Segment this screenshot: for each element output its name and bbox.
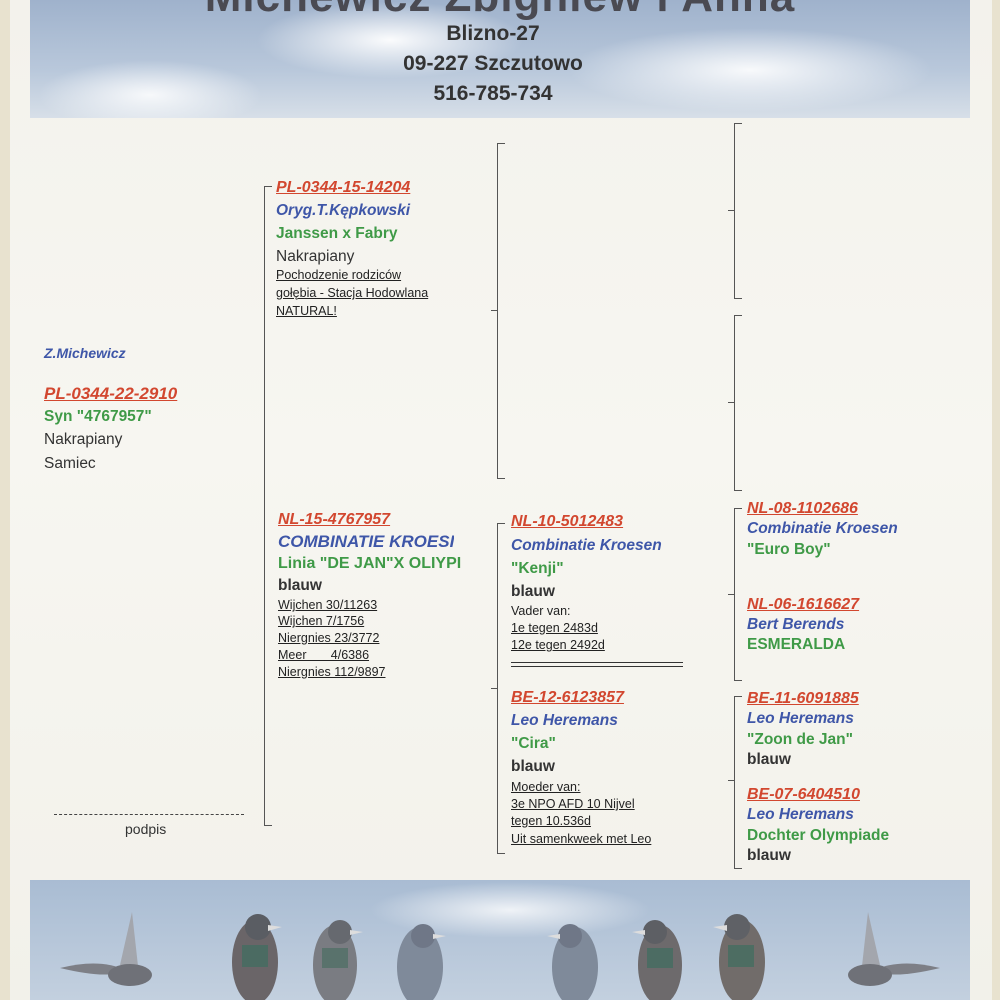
gg1-ring: NL-08-1102686: [747, 500, 858, 517]
mother-result-4: Meer 4/6386: [278, 648, 370, 662]
signature-line: [54, 814, 244, 816]
mother-father-note-2: 1e tegen 2483d: [511, 621, 598, 635]
subject-ring: PL-0344-22-2910: [44, 384, 178, 403]
subject-name: Syn "4767957": [44, 408, 152, 425]
gg3-ring: BE-11-6091885: [747, 690, 859, 707]
mother-result-2: Wijchen 7/1756: [278, 614, 365, 628]
header-sky-banner: [30, 0, 970, 118]
pigeon-icon: [632, 920, 682, 1000]
divider: [511, 666, 683, 667]
mother-father-note-3: 12e tegen 2492d: [511, 638, 605, 652]
mother-result-5: Niergnies 112/9897: [278, 665, 386, 679]
address-line-2: 09-227 Szczutowo: [403, 52, 583, 75]
pigeons-illustration: [60, 912, 940, 1000]
gg3-color: blauw: [747, 751, 791, 768]
pigeon-icon: [397, 924, 446, 1000]
mother-mother-note-4: Uit samenkweek met Leo: [511, 832, 652, 846]
signature-label: podpis: [125, 821, 167, 837]
subject-breeder: Z.Michewicz: [44, 345, 126, 361]
mother-father-note-1: Vader van:: [511, 604, 571, 618]
gg4-ring: BE-07-6404510: [747, 786, 860, 803]
breeder-title: Michewicz Zbigniew i Anna: [0, 0, 1000, 22]
mother-mother-ring: BE-12-6123857: [511, 689, 624, 706]
gg4-owner: Leo Heremans: [747, 806, 854, 823]
gg2-name: ESMERALDA: [747, 636, 846, 653]
mother-ring: NL-15-4767957: [278, 511, 391, 528]
mother-strain: Linia "DE JAN"X OLIYPI: [278, 555, 462, 572]
father-note-2: gołębia - Stacja Hodowlana: [276, 286, 429, 300]
divider: [511, 662, 683, 663]
mother-mother-owner: Leo Heremans: [511, 712, 618, 729]
pigeon-icon: [547, 924, 598, 1000]
pigeon-icon: [848, 912, 940, 986]
gg1-owner: Combinatie Kroesen: [747, 520, 898, 537]
gen1-bracket-top: [264, 186, 272, 187]
gg3-name: "Zoon de Jan": [747, 731, 853, 748]
phone-number: 516-785-734: [433, 82, 553, 105]
gg2-owner: Bert Berends: [747, 616, 845, 633]
mother-result-1: Wijchen 30/11263: [278, 598, 378, 612]
pigeon-icon: [232, 914, 282, 1000]
address-line-1: Blizno-27: [446, 22, 540, 45]
gg1-name: "Euro Boy": [747, 541, 831, 558]
gg4-name: Dochter Olympiade: [747, 827, 890, 844]
footer-sky-banner: [30, 880, 970, 1000]
father-owner: Oryg.T.Kępkowski: [276, 202, 411, 219]
mother-mother-color: blauw: [511, 758, 555, 775]
mother-father-name: "Kenji": [511, 560, 564, 577]
gg3-owner: Leo Heremans: [747, 710, 854, 727]
subject-color: Nakrapiany: [44, 431, 123, 448]
mother-mother-note-3: tegen 10.536d: [511, 814, 591, 828]
subject-sex: Samiec: [44, 455, 96, 472]
mother-mother-name: "Cira": [511, 735, 556, 752]
gg2-ring: NL-06-1616627: [747, 596, 860, 613]
mother-father-owner: Combinatie Kroesen: [511, 537, 662, 554]
father-ring: PL-0344-15-14204: [276, 179, 411, 196]
pigeon-icon: [60, 912, 152, 986]
pigeon-icon: [313, 920, 363, 1000]
father-note-1: Pochodzenie rodziców: [276, 268, 402, 282]
father-note-3: NATURAL!: [276, 304, 337, 318]
father-color: Nakrapiany: [276, 248, 355, 265]
gen1-bracket-bottom: [264, 825, 272, 826]
pedigree-sheet: [10, 0, 992, 1000]
mother-owner: COMBINATIE KROESI: [278, 532, 455, 551]
mother-result-3: Niergnies 23/3772: [278, 631, 380, 645]
pigeon-icon: [713, 914, 765, 1000]
gg-bracket-4: [734, 696, 735, 868]
father-strain: Janssen x Fabry: [276, 225, 398, 242]
mother-mother-note-2: 3e NPO AFD 10 Nijvel: [511, 797, 635, 811]
mother-father-color: blauw: [511, 583, 555, 600]
mother-color: blauw: [278, 577, 322, 594]
mother-mother-note-1: Moeder van:: [511, 780, 581, 794]
gen1-bracket: [264, 186, 265, 826]
gg4-color: blauw: [747, 847, 791, 864]
mother-father-ring: NL-10-5012483: [511, 513, 624, 530]
